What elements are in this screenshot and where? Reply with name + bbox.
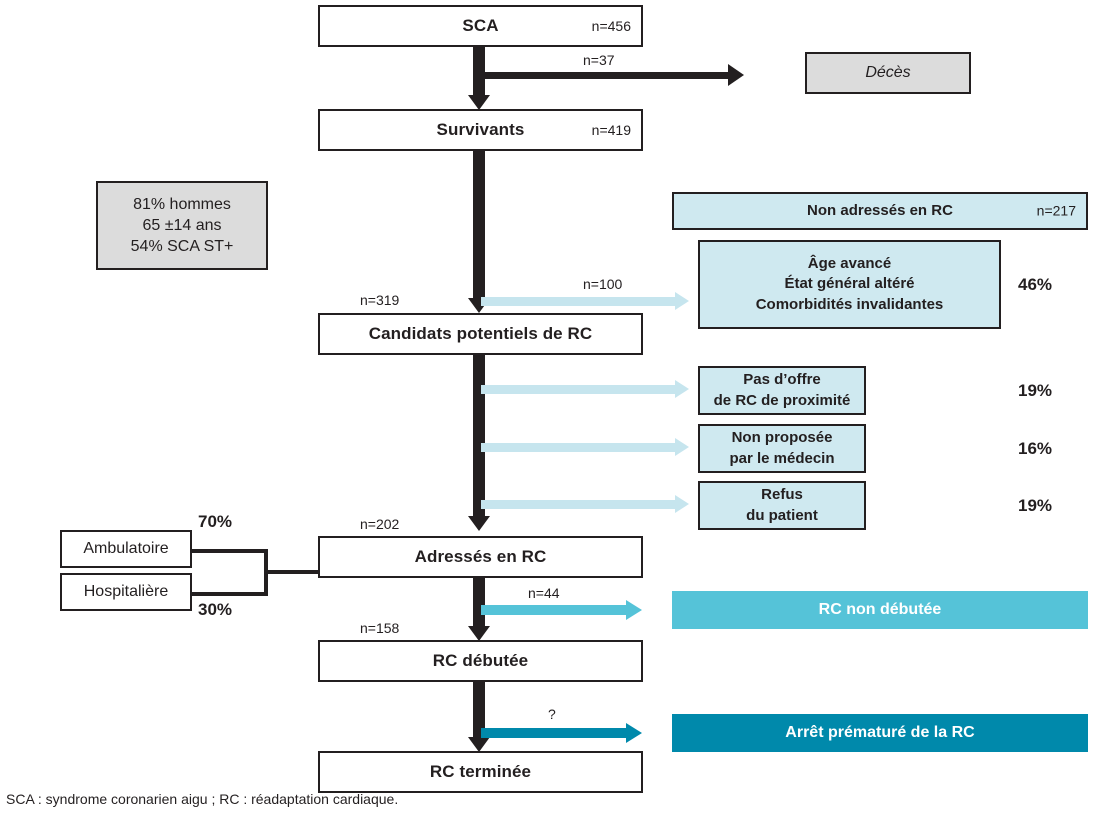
flow-connector-candidats-reason-age [481, 297, 677, 306]
node-rc-terminee[interactable]: RC terminée [318, 751, 643, 793]
node-sca[interactable]: SCA n=456 [318, 5, 643, 47]
node-rc-debutee[interactable]: RC débutée [318, 640, 643, 682]
arrowhead-down-survivants [468, 95, 490, 110]
reason-medecin-line-1: Non proposée [731, 429, 833, 447]
arrowhead-down-adresses [468, 516, 490, 531]
node-ambulatoire-label: Ambulatoire [83, 540, 169, 557]
node-non-adresses-en-rc[interactable]: Non adressés en RC n=217 [672, 192, 1088, 230]
edge-label-non-adresses: n=100 [583, 276, 623, 292]
node-sca-label: SCA [462, 16, 499, 35]
percent-hospitaliere: 30% [198, 600, 233, 619]
flow-connector-reason-refus [481, 500, 677, 509]
edge-label-rc-non-debutee: n=44 [528, 585, 560, 601]
node-survivants[interactable]: Survivants n=419 [318, 109, 643, 151]
arrowhead-down-terminee [468, 737, 490, 752]
flow-connector-adresses-debutee [473, 578, 485, 630]
reason-box-age-avance[interactable]: Âge avancé État général altéré Comorbidi… [698, 240, 1001, 329]
flow-connector-reason-medecin [481, 443, 677, 452]
node-sca-count: n=456 [591, 18, 631, 34]
bracket-line-to-adresses [264, 570, 322, 574]
bracket-line-hospitaliere [190, 592, 268, 596]
node-survivants-label: Survivants [436, 120, 525, 139]
node-candidats-potentiels[interactable]: Candidats potentiels de RC [318, 313, 643, 355]
reason-medecin-line-2: par le médecin [729, 449, 835, 467]
arrowhead-right-deces [728, 64, 744, 86]
arrowhead-right-reason-medecin [675, 438, 689, 456]
node-rc-non-debutee-label: RC non débutée [818, 601, 942, 618]
reason-box-non-proposee[interactable]: Non proposée par le médecin [698, 424, 866, 473]
node-hospitaliere-label: Hospitalière [83, 583, 169, 600]
reason-age-line-3: Comorbidités invalidantes [755, 295, 944, 313]
node-deces[interactable]: Décès [805, 52, 971, 94]
bracket-line-ambulatoire [190, 549, 268, 553]
flow-connector-arret-premature [481, 728, 628, 738]
node-adresses-en-rc[interactable]: Adressés en RC [318, 536, 643, 578]
count-label-rc-debutee: n=158 [360, 620, 400, 636]
arrowhead-right-reason-offre [675, 380, 689, 398]
reason-age-line-2: État général altéré [784, 275, 915, 293]
reason-percent-pas-offre: 19% [1018, 381, 1053, 400]
node-hospitaliere[interactable]: Hospitalière [60, 573, 192, 611]
node-arret-premature[interactable]: Arrêt prématuré de la RC [672, 714, 1088, 752]
flow-connector-survivants-candidats [473, 151, 485, 303]
figure-footnote: SCA : syndrome coronarien aigu ; RC : ré… [6, 791, 399, 807]
node-rc-non-debutee[interactable]: RC non débutée [672, 591, 1088, 629]
reason-age-line-1: Âge avancé [807, 255, 892, 273]
reason-refus-line-2: du patient [746, 506, 818, 524]
demographics-box: 81% hommes 65 ±14 ans 54% SCA ST+ [96, 181, 268, 270]
reason-offre-line-1: Pas d’offre [743, 371, 821, 389]
reason-offre-line-2: de RC de proximité [713, 391, 851, 409]
node-deces-label: Décès [865, 64, 911, 82]
node-ambulatoire[interactable]: Ambulatoire [60, 530, 192, 568]
node-arret-premature-label: Arrêt prématuré de la RC [785, 724, 975, 741]
node-non-adresses-count: n=217 [1036, 202, 1076, 219]
count-label-candidats: n=319 [360, 292, 400, 308]
reason-box-pas-offre[interactable]: Pas d’offre de RC de proximité [698, 366, 866, 415]
node-candidats-label: Candidats potentiels de RC [368, 324, 593, 343]
count-label-adresses: n=202 [360, 516, 400, 532]
flow-connector-rc-non-debutee [481, 605, 628, 615]
reason-box-refus-patient[interactable]: Refus du patient [698, 481, 866, 530]
arrowhead-right-rc-non-debutee [626, 600, 642, 620]
reason-percent-refus-patient: 19% [1018, 496, 1053, 515]
node-adresses-label: Adressés en RC [414, 547, 547, 566]
arrowhead-down-debutee [468, 626, 490, 641]
node-survivants-count: n=419 [591, 122, 631, 138]
node-non-adresses-label: Non adressés en RC [807, 201, 953, 219]
flow-connector-sca-survivants [473, 47, 485, 99]
arrowhead-right-arret-premature [626, 723, 642, 743]
percent-ambulatoire: 70% [198, 512, 233, 531]
demographics-line-3: 54% SCA ST+ [130, 238, 234, 256]
node-rc-debutee-label: RC débutée [432, 651, 529, 670]
node-rc-terminee-label: RC terminée [429, 762, 532, 781]
arrowhead-right-reason-age [675, 292, 689, 310]
flow-connector-sca-deces [480, 72, 730, 79]
reason-percent-age-avance: 46% [1018, 275, 1053, 294]
reason-percent-non-proposee: 16% [1018, 439, 1053, 458]
flow-connector-reason-offre [481, 385, 677, 394]
reason-refus-line-1: Refus [761, 486, 803, 504]
demographics-line-2: 65 ±14 ans [142, 216, 222, 234]
edge-label-deces: n=37 [583, 52, 615, 68]
demographics-line-1: 81% hommes [133, 195, 231, 213]
edge-label-arret-premature: ? [548, 706, 556, 722]
arrowhead-right-reason-refus [675, 495, 689, 513]
flow-connector-debutee-terminee [473, 682, 485, 741]
flow-connector-candidats-adresses [473, 355, 485, 521]
